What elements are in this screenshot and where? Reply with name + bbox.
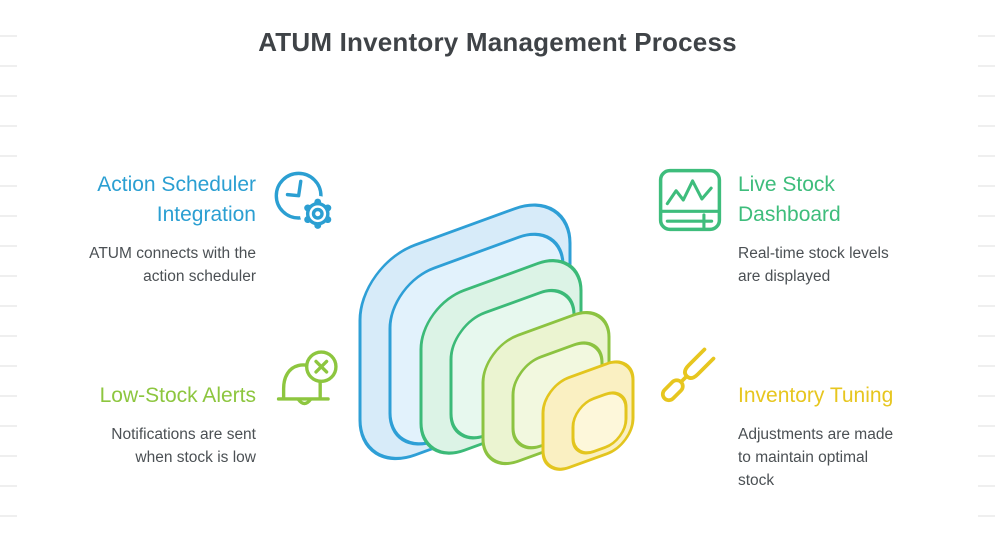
- ruler-tick: [978, 395, 995, 397]
- ruler-tick: [978, 485, 995, 487]
- ruler-tick: [978, 365, 995, 367]
- ruler-tick: [0, 65, 17, 67]
- heading-line: Inventory Tuning: [738, 384, 894, 407]
- ruler-tick: [978, 35, 995, 37]
- body-line: Real-time stock levels: [738, 245, 889, 262]
- ruler-tick: [0, 155, 17, 157]
- stack-slab-yellow: [541, 360, 635, 471]
- ruler-tick: [978, 125, 995, 127]
- ruler-tick: [0, 485, 17, 487]
- ruler-tick: [0, 425, 17, 427]
- stack-slab-blue: [358, 203, 572, 461]
- section-body: ATUM connects with the action scheduler: [30, 242, 256, 288]
- ruler-tick: [0, 365, 17, 367]
- section-heading: Low-Stock Alerts: [30, 381, 256, 411]
- body-line: action scheduler: [143, 268, 256, 285]
- body-line: ATUM connects with the: [89, 245, 256, 262]
- ruler-tick: [0, 305, 17, 307]
- body-line: when stock is low: [135, 449, 256, 466]
- body-line: to maintain optimal: [738, 449, 869, 466]
- ruler-tick: [978, 515, 995, 517]
- ruler-tick: [0, 125, 17, 127]
- ruler-tick: [0, 455, 17, 457]
- stack-slab-green: [419, 259, 583, 455]
- stock-dashboard-icon: [658, 168, 722, 232]
- heading-line: Live Stock: [738, 173, 835, 196]
- ruler-tick: [0, 95, 17, 97]
- ruler-tick: [0, 275, 17, 277]
- section-heading: Action Scheduler Integration: [30, 170, 256, 230]
- section-heading: Inventory Tuning: [738, 381, 978, 411]
- ruler-tick: [978, 425, 995, 427]
- heading-line: Action Scheduler: [97, 173, 256, 196]
- ruler-tick: [0, 35, 17, 37]
- ruler-tick: [978, 185, 995, 187]
- ruler-tick: [978, 215, 995, 217]
- ruler-tick: [0, 215, 17, 217]
- ruler-tick: [978, 275, 995, 277]
- ruler-tick: [978, 65, 995, 67]
- body-line: Notifications are sent: [111, 426, 256, 443]
- ruler-tick: [978, 155, 995, 157]
- heading-line: Dashboard: [738, 203, 841, 226]
- ruler-tick: [978, 95, 995, 97]
- heading-line: Integration: [156, 203, 256, 226]
- ruler-tick: [0, 335, 17, 337]
- ruler-tick: [978, 245, 995, 247]
- bell-dismiss-icon: [276, 350, 338, 406]
- ruler-tick: [0, 515, 17, 517]
- tuning-fork-icon: [660, 347, 716, 403]
- section-body: Real-time stock levels are displayed: [738, 242, 978, 288]
- ruler-tick: [978, 335, 995, 337]
- section-body: Adjustments are made to maintain optimal…: [738, 423, 978, 492]
- body-line: stock: [738, 472, 775, 489]
- ruler-tick: [0, 185, 17, 187]
- ruler-tick: [978, 455, 995, 457]
- ruler-tick: [0, 245, 17, 247]
- clock-gear-icon: [274, 171, 336, 232]
- body-line: are displayed: [738, 268, 831, 285]
- heading-line: Low-Stock Alerts: [99, 384, 256, 407]
- section-heading: Live Stock Dashboard: [738, 170, 978, 230]
- page-title: ATUM Inventory Management Process: [258, 27, 737, 57]
- stack-slab-lime: [481, 311, 611, 466]
- body-line: Adjustments are made: [738, 426, 894, 443]
- ruler-tick: [0, 395, 17, 397]
- ruler-tick: [978, 305, 995, 307]
- section-body: Notifications are sent when stock is low: [30, 423, 256, 469]
